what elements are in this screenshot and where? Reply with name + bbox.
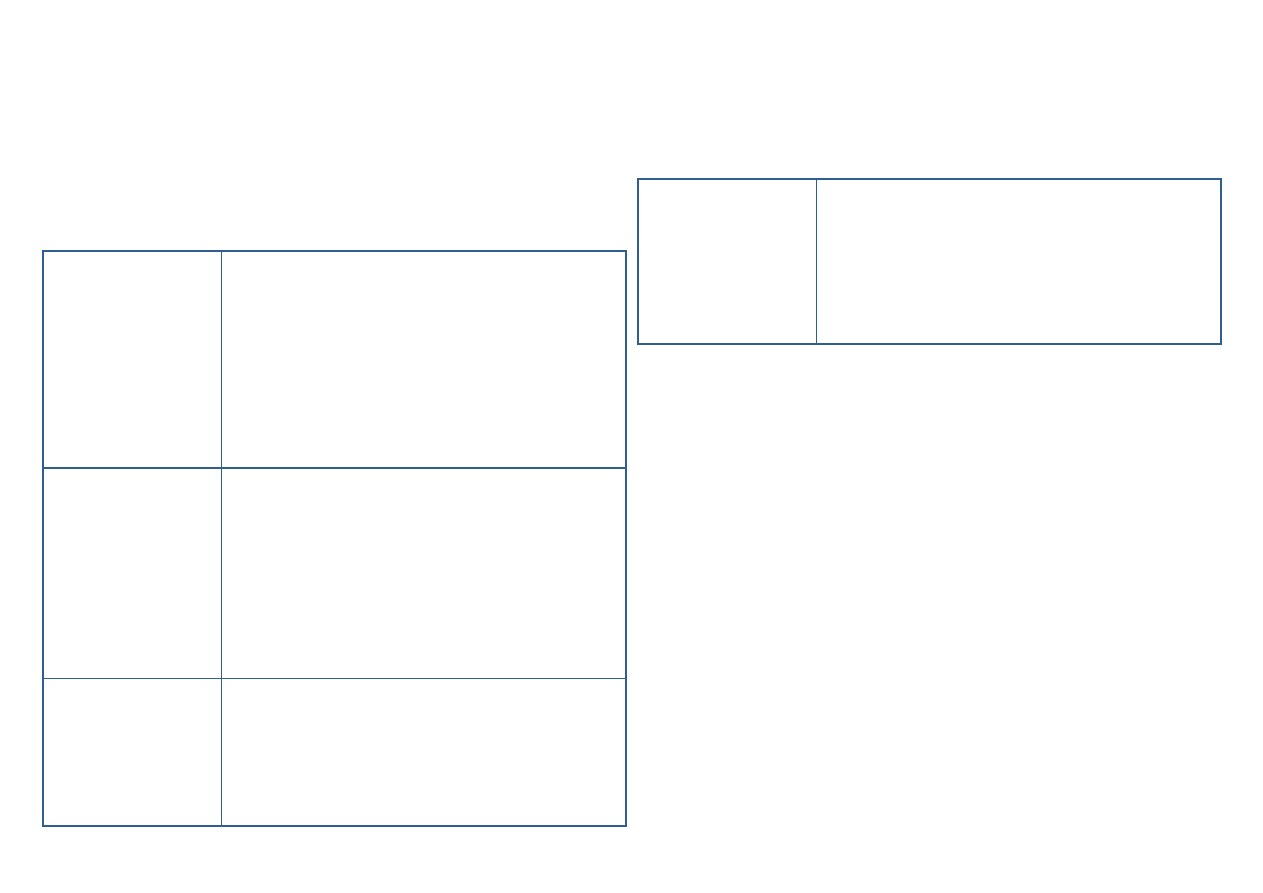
left-table-cell-label bbox=[42, 467, 222, 679]
left-table-row-3 bbox=[42, 678, 627, 827]
right-table bbox=[637, 178, 1222, 345]
right-table-cell-label bbox=[637, 178, 817, 345]
left-table bbox=[42, 250, 627, 827]
left-table-cell-content bbox=[220, 250, 627, 469]
left-table-cell-label bbox=[42, 678, 222, 827]
right-table-row-1 bbox=[637, 178, 1222, 345]
left-table-row-1 bbox=[42, 250, 627, 469]
right-table-cell-content bbox=[815, 178, 1222, 345]
left-table-cell-content bbox=[220, 678, 627, 827]
left-table-cell-content bbox=[220, 467, 627, 679]
left-table-row-2 bbox=[42, 467, 627, 679]
left-table-cell-label bbox=[42, 250, 222, 469]
